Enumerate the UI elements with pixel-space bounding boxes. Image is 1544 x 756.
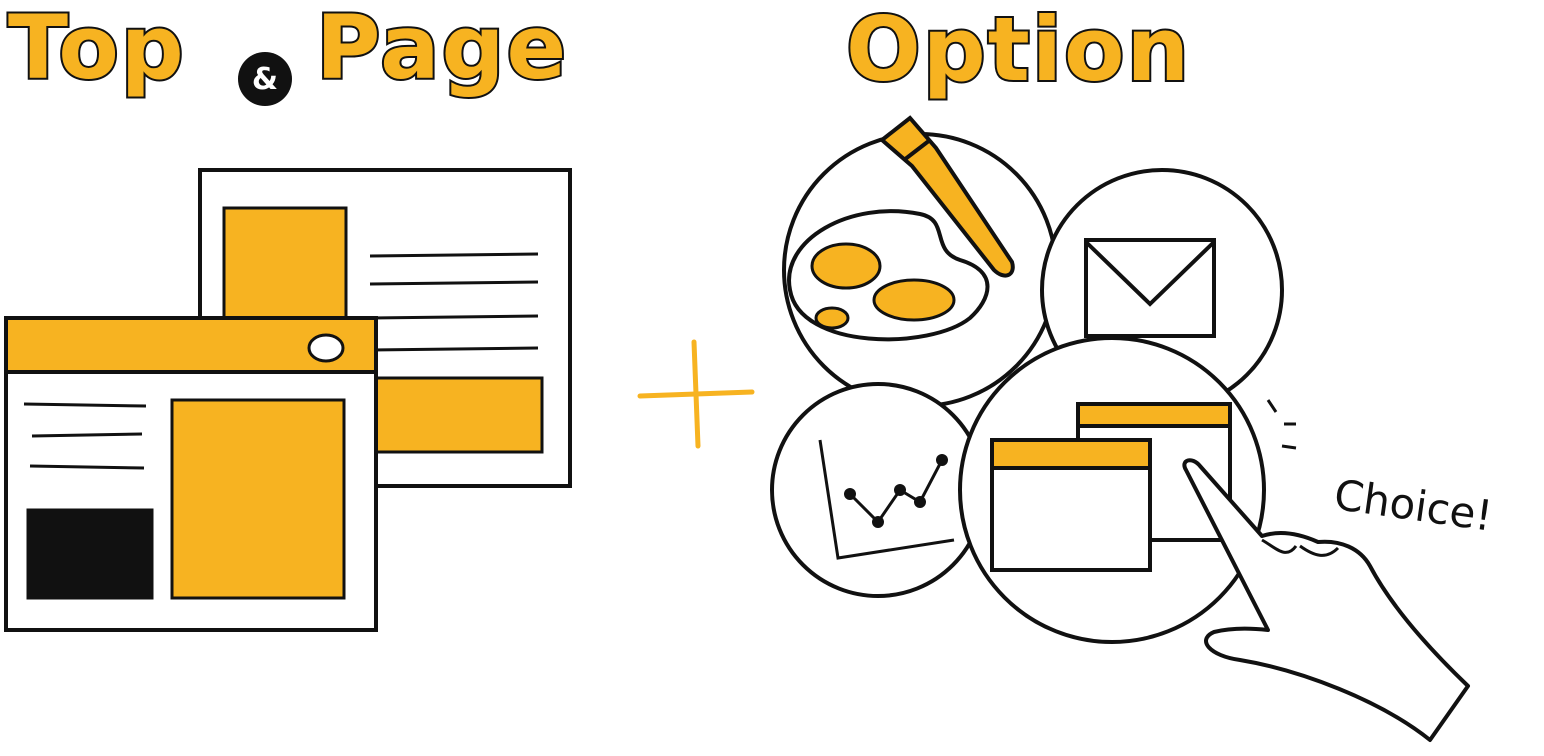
plus-sign-icon (637, 339, 755, 449)
ampersand-badge: & (238, 52, 292, 106)
pointing-hand-icon (1182, 399, 1470, 742)
palette-with-brush-icon (787, 115, 1015, 342)
heading-option: Option (844, 0, 1192, 101)
chart-circle (770, 382, 986, 598)
line-chart-icon (818, 439, 955, 560)
browser-window-icon (4, 316, 378, 632)
layout-windows-icon (990, 402, 1232, 572)
heading-top: Top (6, 0, 186, 99)
layout-circle (958, 336, 1266, 644)
mail-envelope-icon (1084, 238, 1216, 338)
heading-page: Page (314, 0, 569, 99)
